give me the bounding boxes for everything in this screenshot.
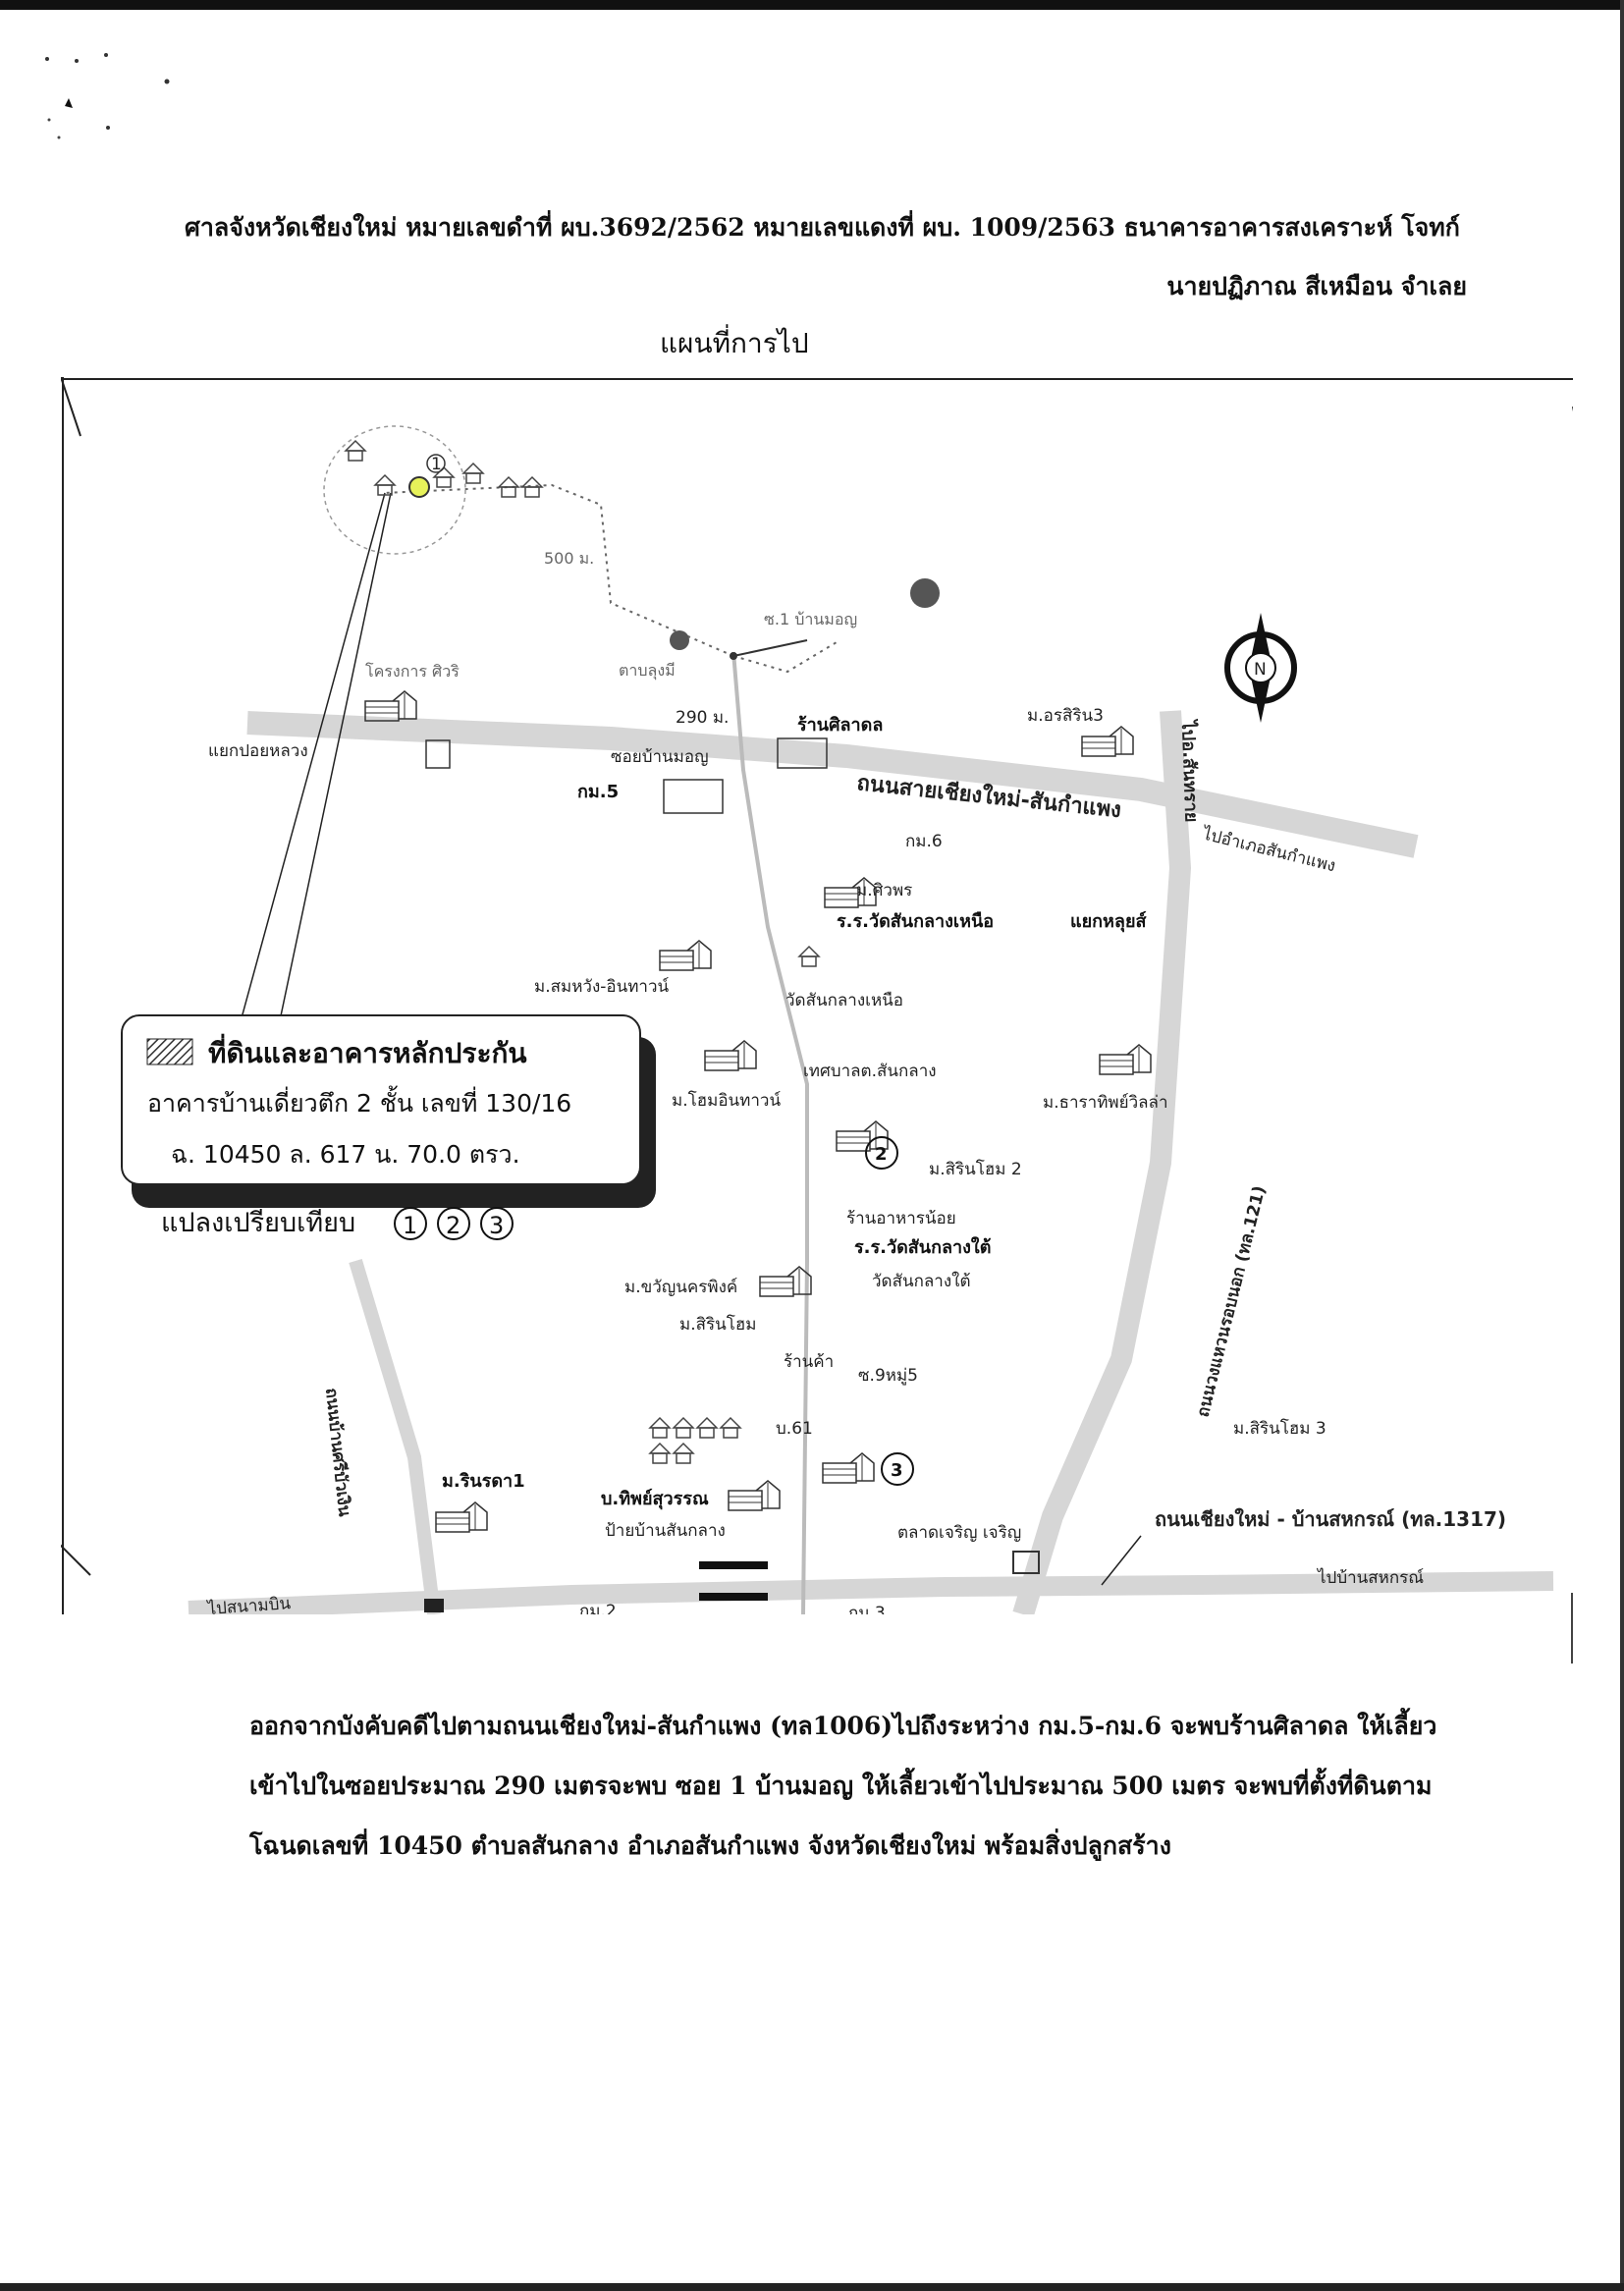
- compare-n1: 1: [403, 1212, 417, 1239]
- wat-north-label: วัดสันกลางเหนือ: [785, 991, 903, 1010]
- sila-shop-label: ร้านศิลาดล: [797, 715, 883, 736]
- b-thip-label: บ.ทิพย์สุวรรณ: [601, 1488, 709, 1510]
- direction-line-2: เข้าไปในซอยประมาณ 290 เมตรจะพบ ซอย 1 บ้า…: [249, 1772, 1433, 1800]
- property-marker: [408, 476, 430, 498]
- compare-legend: แปลงเปรียบเทียบ 1 2 3: [161, 1207, 514, 1240]
- map-frame: 1 500 ม. ซ.1 บ้านมอญ ตาบลุงมี 290 ม. โคร…: [61, 377, 1573, 1614]
- pointer-line-2: [278, 492, 392, 1026]
- legend-hatch-swatch: [146, 1038, 193, 1065]
- m-siwaporn-label: ม.ศิวพร: [856, 881, 912, 900]
- school-south-label: ร.ร.วัดสันกลางใต้: [854, 1236, 991, 1258]
- defendant-line: นายปฏิภาณ สีเหมือน จำเลย: [1166, 272, 1467, 300]
- legend-building: อาคารบ้านเดี่ยวตึก 2 ชั้น เลขที่ 130/16: [147, 1085, 571, 1118]
- m-rinrada-label: ม.รินรดา1: [442, 1471, 525, 1492]
- num3-label: 3: [891, 1460, 903, 1481]
- compare-label: แปลงเปรียบเทียบ: [161, 1208, 355, 1238]
- m-home-in-town-label: ม.โฮมอินทาวน์: [672, 1090, 781, 1111]
- distance-500-label: 500 ม.: [544, 549, 594, 568]
- b61-label: บ.61: [776, 1419, 813, 1439]
- project-label: โครงการ ศิวริ: [365, 662, 460, 681]
- m-sirin-home-label: ม.สิรินโฮม: [679, 1314, 756, 1335]
- soi1-label: ซ.1 บ้านมอญ: [764, 610, 857, 628]
- school-north-label: ร.ร.วัดสันกลางเหนือ: [837, 911, 994, 932]
- route-map: 1 500 ม. ซ.1 บ้านมอญ ตาบลุงมี 290 ม. โคร…: [61, 377, 1573, 1614]
- compare-n3: 3: [489, 1212, 504, 1239]
- m-sirin-home2-label: ม.สิรินโฮม 2: [929, 1159, 1022, 1179]
- property-area: [323, 425, 466, 555]
- direction-line-3: โฉนดเลขที่ 10450 ตำบลสันกลาง อำเภอสันกำแ…: [249, 1831, 1171, 1860]
- market-label: ตลาดเจริญ เจริญ: [897, 1523, 1021, 1543]
- compass-n: N: [1254, 660, 1267, 680]
- soi-road: [731, 651, 809, 1614]
- to-airport-label: ไปสนามบิน: [205, 1593, 292, 1614]
- distance-290-label: 290 ม.: [676, 708, 729, 728]
- aor-sirin3-label: ม.อรสิริน3: [1027, 706, 1104, 726]
- ring-road-label: ถนนวงแหวนรอบนอก (ทล.121): [1193, 1184, 1270, 1420]
- sign-ban-label: ป้ายบ้านสันกลาง: [605, 1521, 726, 1541]
- legend-title: ที่ดินและอาคารหลักประกัน: [208, 1033, 527, 1069]
- map-title: แผนที่การไป: [660, 327, 809, 359]
- shop-label: ร้านค้า: [784, 1352, 834, 1372]
- pointer-line-1: [239, 492, 386, 1026]
- scan-specks: [45, 53, 170, 139]
- left-road-label: ถนนบ้านศรีบัวเงิน: [321, 1387, 355, 1517]
- ring-road: [1012, 710, 1192, 1614]
- legend-deed: ฉ. 10450 ล. 617 น. 70.0 ตรว.: [171, 1140, 520, 1169]
- scan-edge-top: [0, 0, 1624, 10]
- num1-label: 1: [431, 455, 442, 474]
- wat-south-label: วัดสันกลางใต้: [872, 1271, 970, 1291]
- km6-label: กม.6: [905, 832, 943, 851]
- m-sirin-home3-label: ม.สิรินโฮม 3: [1233, 1418, 1326, 1439]
- km5-label: กม.5: [577, 782, 619, 802]
- route-dotted-2: [732, 641, 838, 674]
- m-tharathip-label: ม.ธาราทิพย์วิลล่า: [1043, 1093, 1168, 1113]
- scan-mark-right: [1571, 1593, 1573, 1664]
- legend-box: ที่ดินและอาคารหลักประกัน อาคารบ้านเดี่ยว…: [121, 1014, 656, 1208]
- main-road: [246, 711, 1419, 858]
- route-dotted: [384, 483, 734, 657]
- scan-edge-bottom: [0, 2283, 1624, 2291]
- km3-label: กม.3: [848, 1604, 886, 1614]
- soi9-label: ซ.9หมู่5: [858, 1366, 918, 1386]
- lower-road-label: ถนนเชียงใหม่ - บ้านสหกรณ์ (ทล.1317): [1155, 1507, 1506, 1531]
- m-somwang-label: ม.สมหวัง-อินทาวน์: [534, 977, 670, 997]
- compare-n2: 2: [446, 1212, 460, 1239]
- direction-line-1: ออกจากบังคับคดีไปตามถนนเชียงใหม่-สันกำแพ…: [249, 1712, 1437, 1740]
- soi-ban-mon-label: ซอยบ้านมอญ: [611, 747, 709, 767]
- yaek-poi-label: แยกปอยหลวง: [208, 741, 308, 761]
- m-kwan-label: ม.ขวัญนครพิงค์: [624, 1278, 737, 1297]
- to-bansahakorn-label: ไปบ้านสหกรณ์: [1316, 1567, 1424, 1588]
- num2-label: 2: [875, 1144, 888, 1165]
- compass-icon: N: [1224, 613, 1297, 723]
- km2-label: กม.2: [579, 1602, 617, 1614]
- tessaban-label: เทศบาลต.สันกลาง: [803, 1062, 937, 1081]
- to-santhai-label: ไปอ.สันทราย: [1177, 718, 1203, 822]
- yaek-hluay-label: แยกหลุยส์: [1070, 910, 1147, 933]
- tap-lung-label: ตาบลุงมี: [619, 661, 676, 681]
- scan-edge-right: [1620, 0, 1624, 2291]
- case-header-line: ศาลจังหวัดเชียงใหม่ หมายเลขดำที่ ผบ.3692…: [185, 213, 1460, 242]
- restaurant-label: ร้านอาหารน้อย: [846, 1209, 956, 1228]
- left-road: [349, 1258, 441, 1614]
